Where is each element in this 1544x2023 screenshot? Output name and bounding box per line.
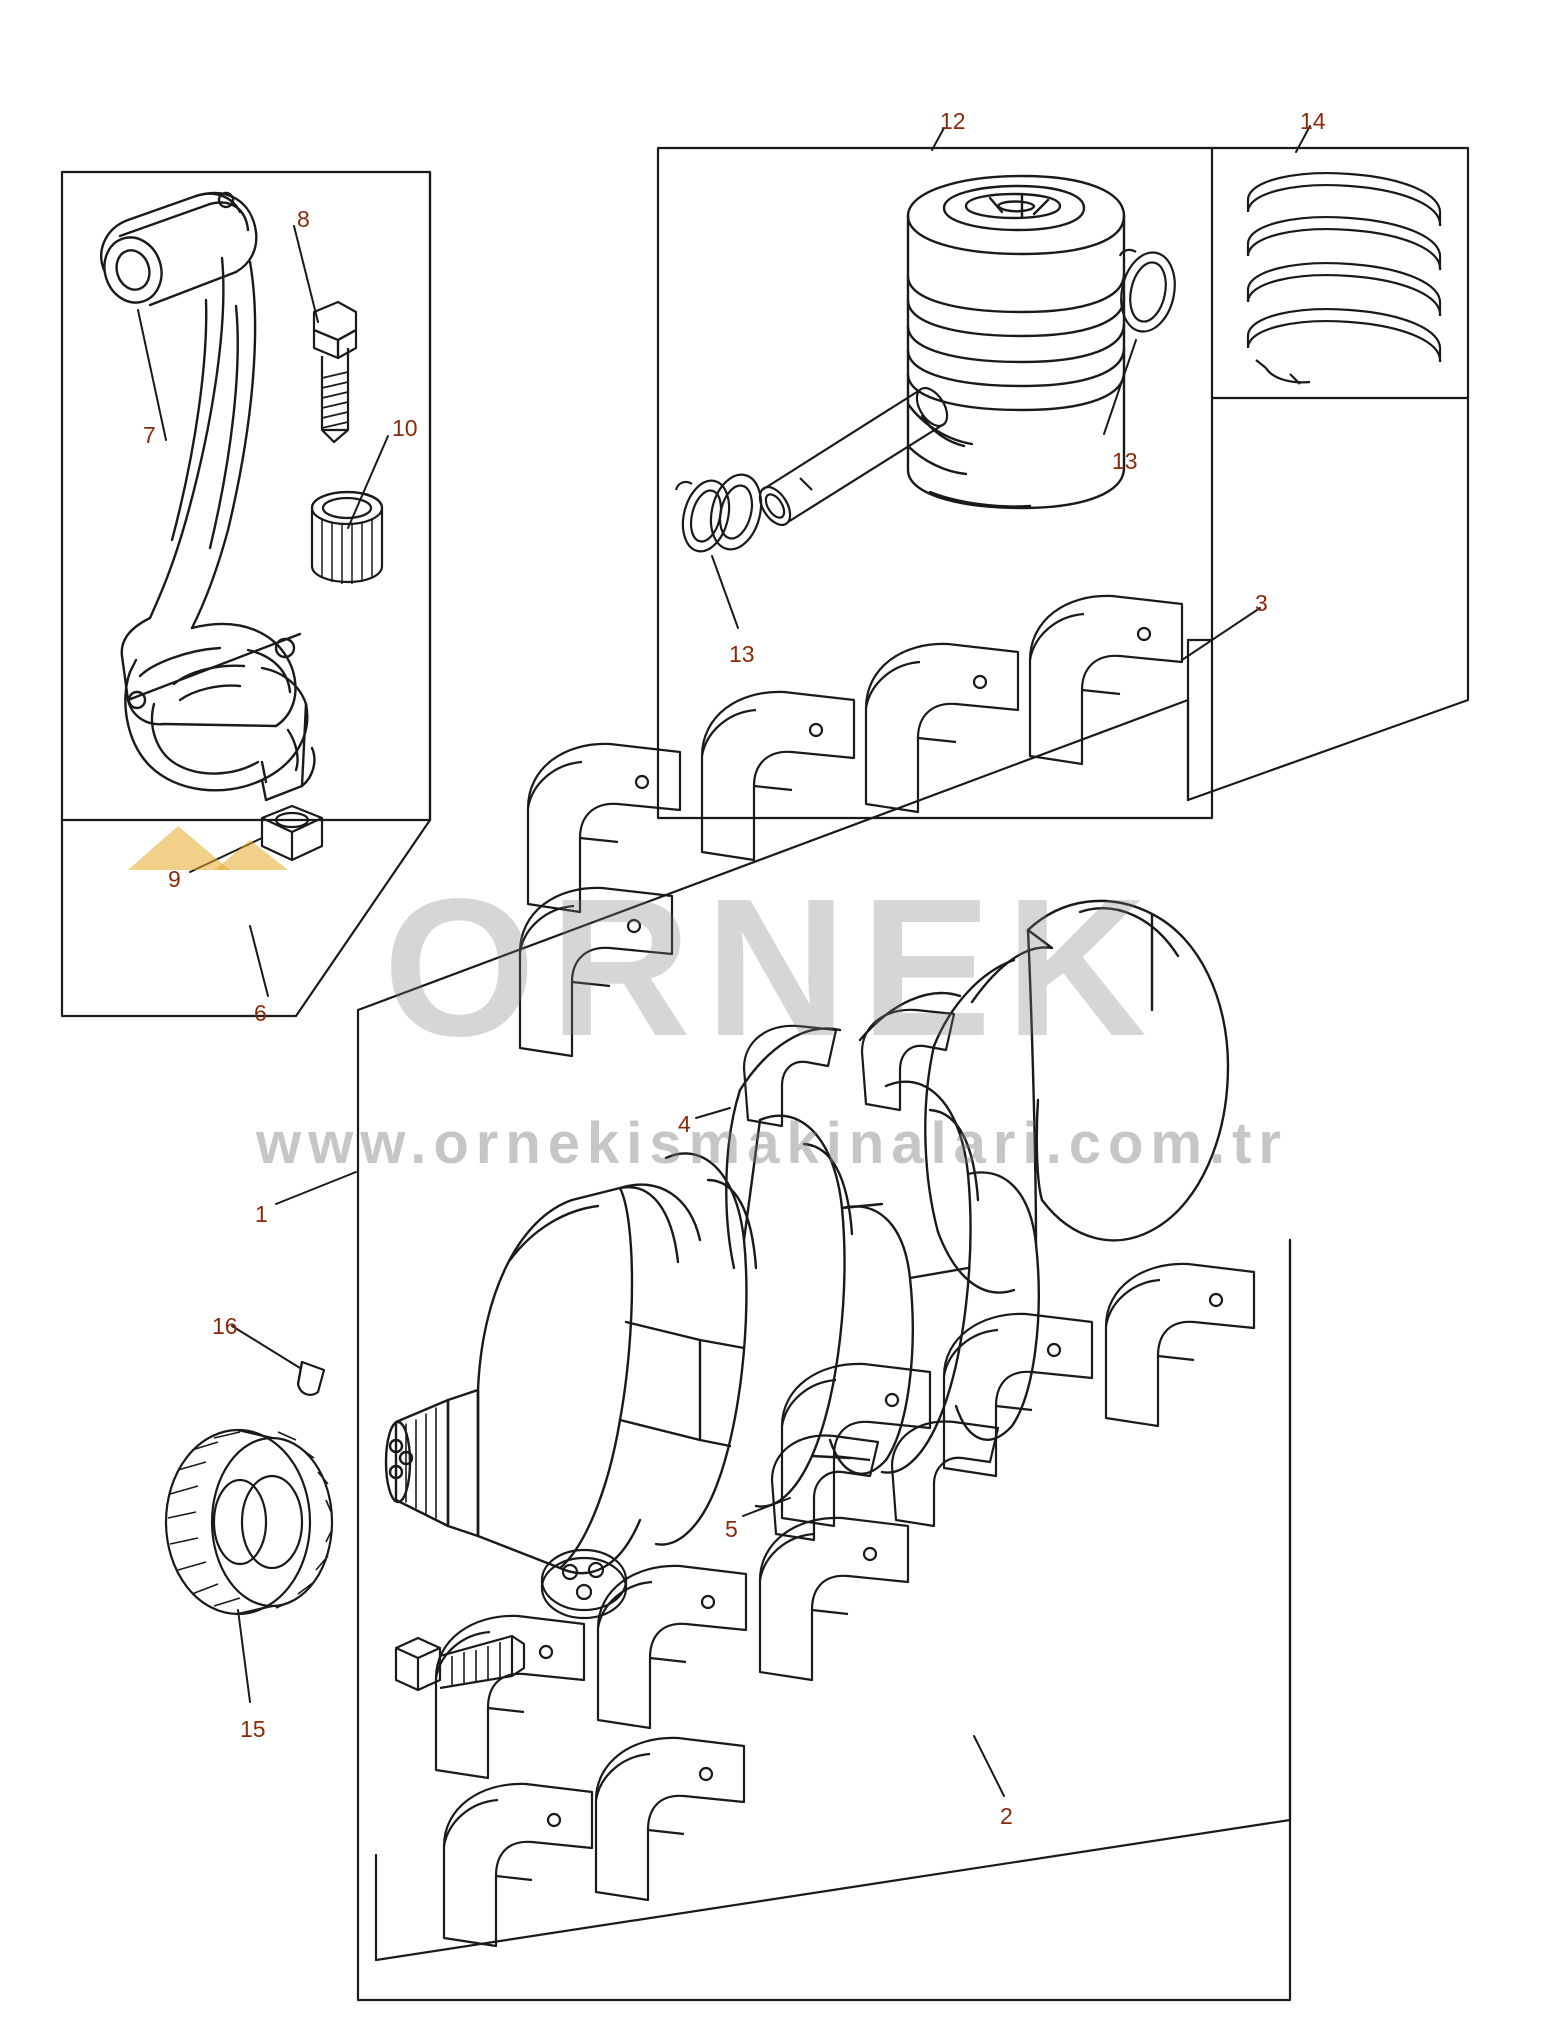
- callout-12: 12: [940, 108, 966, 134]
- panel-piston-rings: [1210, 146, 1470, 400]
- woodruff-key-drawing: [296, 1360, 326, 1396]
- leader-lines: [137, 125, 1311, 1797]
- callout-5: 5: [725, 1516, 738, 1542]
- connecting-rod-drawing: [100, 191, 316, 802]
- callout-9: 9: [168, 866, 181, 892]
- panel-piston: [656, 146, 1214, 820]
- callout-8: 8: [297, 206, 310, 232]
- circlip-upper-drawing: [1118, 248, 1176, 333]
- crank-bolt-drawing: [394, 1634, 526, 1692]
- callout-14: 14: [1300, 108, 1326, 134]
- crankshaft-gear-drawing: [164, 1428, 334, 1616]
- callout-13-alt: 13: [729, 641, 755, 667]
- piston-drawing: [906, 174, 1126, 510]
- callout-3: 3: [1255, 590, 1268, 616]
- upper-bearing-shells: [518, 594, 1184, 1058]
- circlip-lower-drawing: [674, 473, 763, 553]
- callout-2: 2: [1000, 1803, 1013, 1829]
- panel-upper-bearings: [1186, 396, 1470, 802]
- connecting-rod-nut-drawing: [260, 804, 324, 862]
- panel-connecting-rod: [60, 170, 432, 1018]
- piston-ring-set-drawing: [1246, 172, 1442, 385]
- callout-16: 16: [212, 1313, 238, 1339]
- callout-15: 15: [240, 1716, 266, 1742]
- gudgeon-pin-drawing: [758, 386, 949, 527]
- callout-1: 1: [255, 1201, 268, 1227]
- panel-lower-bearings: [374, 1238, 1292, 1962]
- callout-10: 10: [392, 415, 418, 441]
- crankshaft-drawing: [384, 899, 1230, 1575]
- callout-4: 4: [678, 1111, 691, 1137]
- callout-6: 6: [254, 1000, 267, 1026]
- lower-bearing-shells: [434, 1262, 1256, 1948]
- callout-7: 7: [143, 422, 156, 448]
- panel-crankshaft: [356, 698, 1292, 2002]
- small-end-bush-drawing: [310, 490, 384, 584]
- connecting-rod-bolt-drawing: [312, 300, 358, 444]
- callout-13: 13: [1112, 448, 1138, 474]
